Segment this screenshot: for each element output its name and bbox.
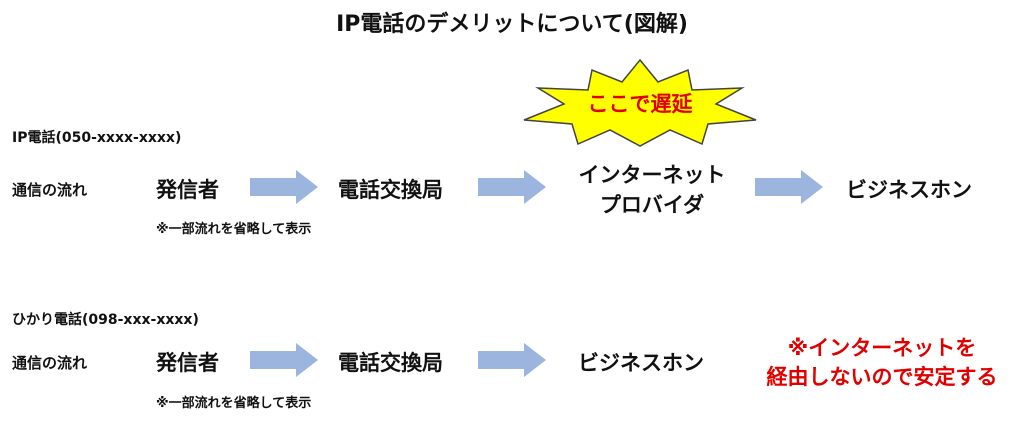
burst-shape	[523, 58, 757, 147]
ip-node-isp-line1: インターネット	[578, 163, 726, 187]
delay-callout-text: ここで遅延	[587, 92, 693, 116]
ip-arrow-3	[755, 170, 823, 204]
hikari-arrow-2	[478, 343, 546, 377]
hikari-node-caller: 発信者	[156, 351, 219, 375]
stable-note-line2: 経由しないので安定する	[766, 365, 998, 389]
ip-section-label: IP電話(050-xxxx-xxxx)	[12, 130, 182, 146]
ip-node-isp-line2: プロバイダ	[599, 193, 705, 217]
hikari-node-business-phone: ビジネスホン	[578, 351, 704, 375]
stable-note-line1: ※インターネットを	[787, 336, 977, 360]
ip-node-exchange: 電話交換局	[338, 178, 443, 202]
ip-arrow-2	[478, 170, 546, 204]
ip-node-business-phone: ビジネスホン	[846, 178, 972, 202]
hikari-section-label: ひかり電話(098-xxx-xxxx)	[12, 312, 199, 328]
ip-node-isp: インターネット プロバイダ	[560, 160, 744, 220]
hikari-node-exchange: 電話交換局	[338, 351, 443, 375]
ip-arrow-1	[250, 170, 318, 204]
hikari-flow-label: 通信の流れ	[12, 354, 88, 372]
hikari-note: ※一部流れを省略して表示	[156, 396, 312, 411]
stable-note: ※インターネットを 経由しないので安定する	[748, 334, 1016, 392]
ip-node-caller: 発信者	[156, 178, 219, 202]
ip-flow-label: 通信の流れ	[12, 181, 88, 199]
page-title: IP電話のデメリットについて(図解)	[336, 12, 688, 37]
hikari-arrow-1	[250, 343, 318, 377]
delay-callout: ここで遅延	[520, 58, 760, 148]
ip-note: ※一部流れを省略して表示	[156, 222, 312, 237]
